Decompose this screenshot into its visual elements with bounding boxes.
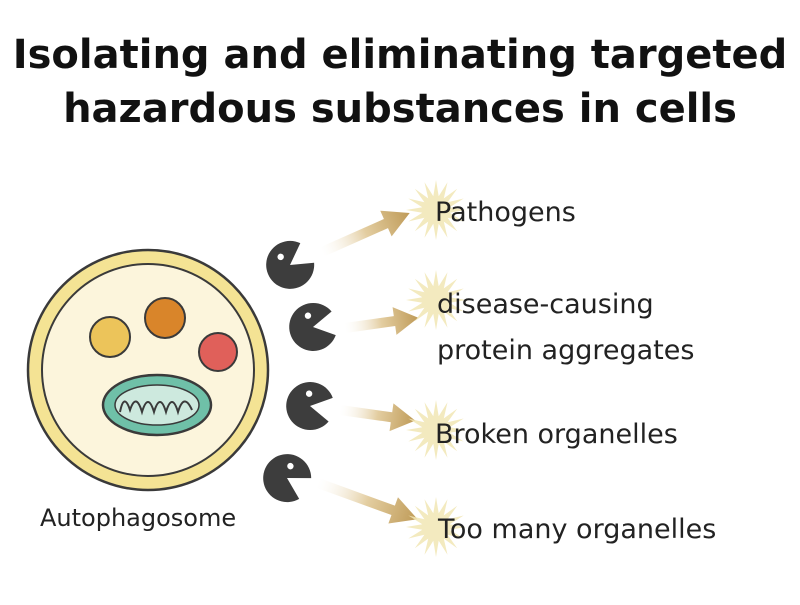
- target-label-protein-line-2: protein aggregates: [437, 335, 695, 366]
- organelle-orange: [144, 297, 186, 339]
- starburst-3: [406, 400, 466, 460]
- target-label-broken-organelles: Broken organelles: [435, 419, 678, 450]
- pacmen: [263, 240, 336, 503]
- title-line-1: Isolating and eliminating targeted: [12, 32, 788, 78]
- starburst-4: [406, 497, 466, 557]
- pacman-1: [266, 240, 315, 289]
- starburst-1: [406, 180, 466, 240]
- pacman-4: [263, 454, 312, 503]
- arrow-to-too-many-organelles: [316, 478, 418, 524]
- pacman-3: [286, 382, 333, 431]
- target-label-protein-aggregates: disease-causing protein aggregates: [437, 282, 694, 374]
- starburst-2: [406, 270, 466, 330]
- autophagosome-label: Autophagosome: [40, 504, 237, 532]
- target-label-pathogens: Pathogens: [435, 197, 576, 228]
- organelle-yellow: [89, 316, 131, 358]
- arrow-to-pathogens: [319, 210, 410, 257]
- pacman-2: [289, 302, 336, 351]
- diagram-title: Isolating and eliminating targeted hazar…: [0, 28, 800, 136]
- organelle-red: [198, 332, 238, 372]
- arrows: [316, 210, 419, 524]
- arrow-to-protein-aggregates: [344, 307, 419, 335]
- starbursts: [406, 180, 466, 557]
- mitochondrion: [101, 373, 213, 437]
- title-line-2: hazardous substances in cells: [63, 86, 737, 132]
- arrow-to-broken-organelles: [339, 403, 416, 432]
- autophagosome-cell: [26, 248, 270, 492]
- target-label-protein-line-1: disease-causing: [437, 289, 654, 320]
- target-label-too-many-organelles: Too many organelles: [438, 514, 717, 545]
